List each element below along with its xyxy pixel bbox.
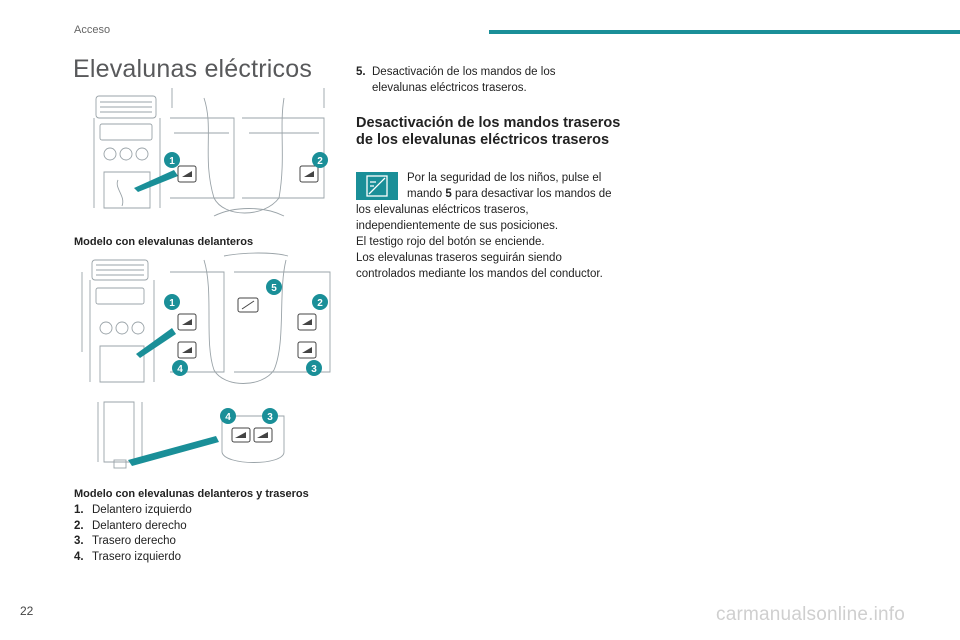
caption-front-rear-windows: Modelo con elevalunas delanteros y trase… [74, 488, 309, 500]
list-item: 1.Delantero izquierdo [74, 504, 192, 516]
list-item: 2.Delantero derecho [74, 519, 187, 532]
window-switch-icon [177, 165, 319, 183]
header-section: Acceso [74, 24, 111, 36]
list-item: 4.Trasero izquierdo [74, 550, 182, 563]
badge-3-rear: 3 [267, 412, 273, 423]
page-title: Elevalunas eléctricos [73, 55, 313, 83]
watermark: carmanualsonline.info [716, 604, 906, 625]
badge-2: 2 [317, 156, 323, 167]
section-heading: Desactivación de los mandos traseros de … [356, 115, 621, 148]
front-windows-illustration: 1 2 [74, 88, 336, 228]
list-item: 3.Trasero derecho [74, 535, 176, 547]
header-accent-bar [489, 30, 960, 34]
legend-item-5: 5. Desactivación de los mandos de los el… [356, 66, 556, 94]
badge-1: 1 [169, 156, 175, 167]
front-rear-windows-illustration: 1 2 3 4 5 4 3 [74, 252, 336, 478]
window-legend-list: 1.Delantero izquierdo 2.Delantero derech… [74, 503, 192, 565]
badge-2: 2 [317, 298, 323, 309]
badge-4: 4 [177, 364, 183, 375]
page-number: 22 [20, 604, 34, 618]
badge-4-rear: 4 [225, 412, 231, 423]
badge-5: 5 [271, 283, 277, 294]
badge-3: 3 [311, 364, 317, 375]
child-safety-paragraph: Por la seguridad de los niños, pulse el … [356, 172, 612, 280]
caption-front-windows: Modelo con elevalunas delanteros [74, 236, 254, 248]
badge-1: 1 [169, 298, 175, 309]
child-lock-warning-icon [356, 172, 398, 200]
